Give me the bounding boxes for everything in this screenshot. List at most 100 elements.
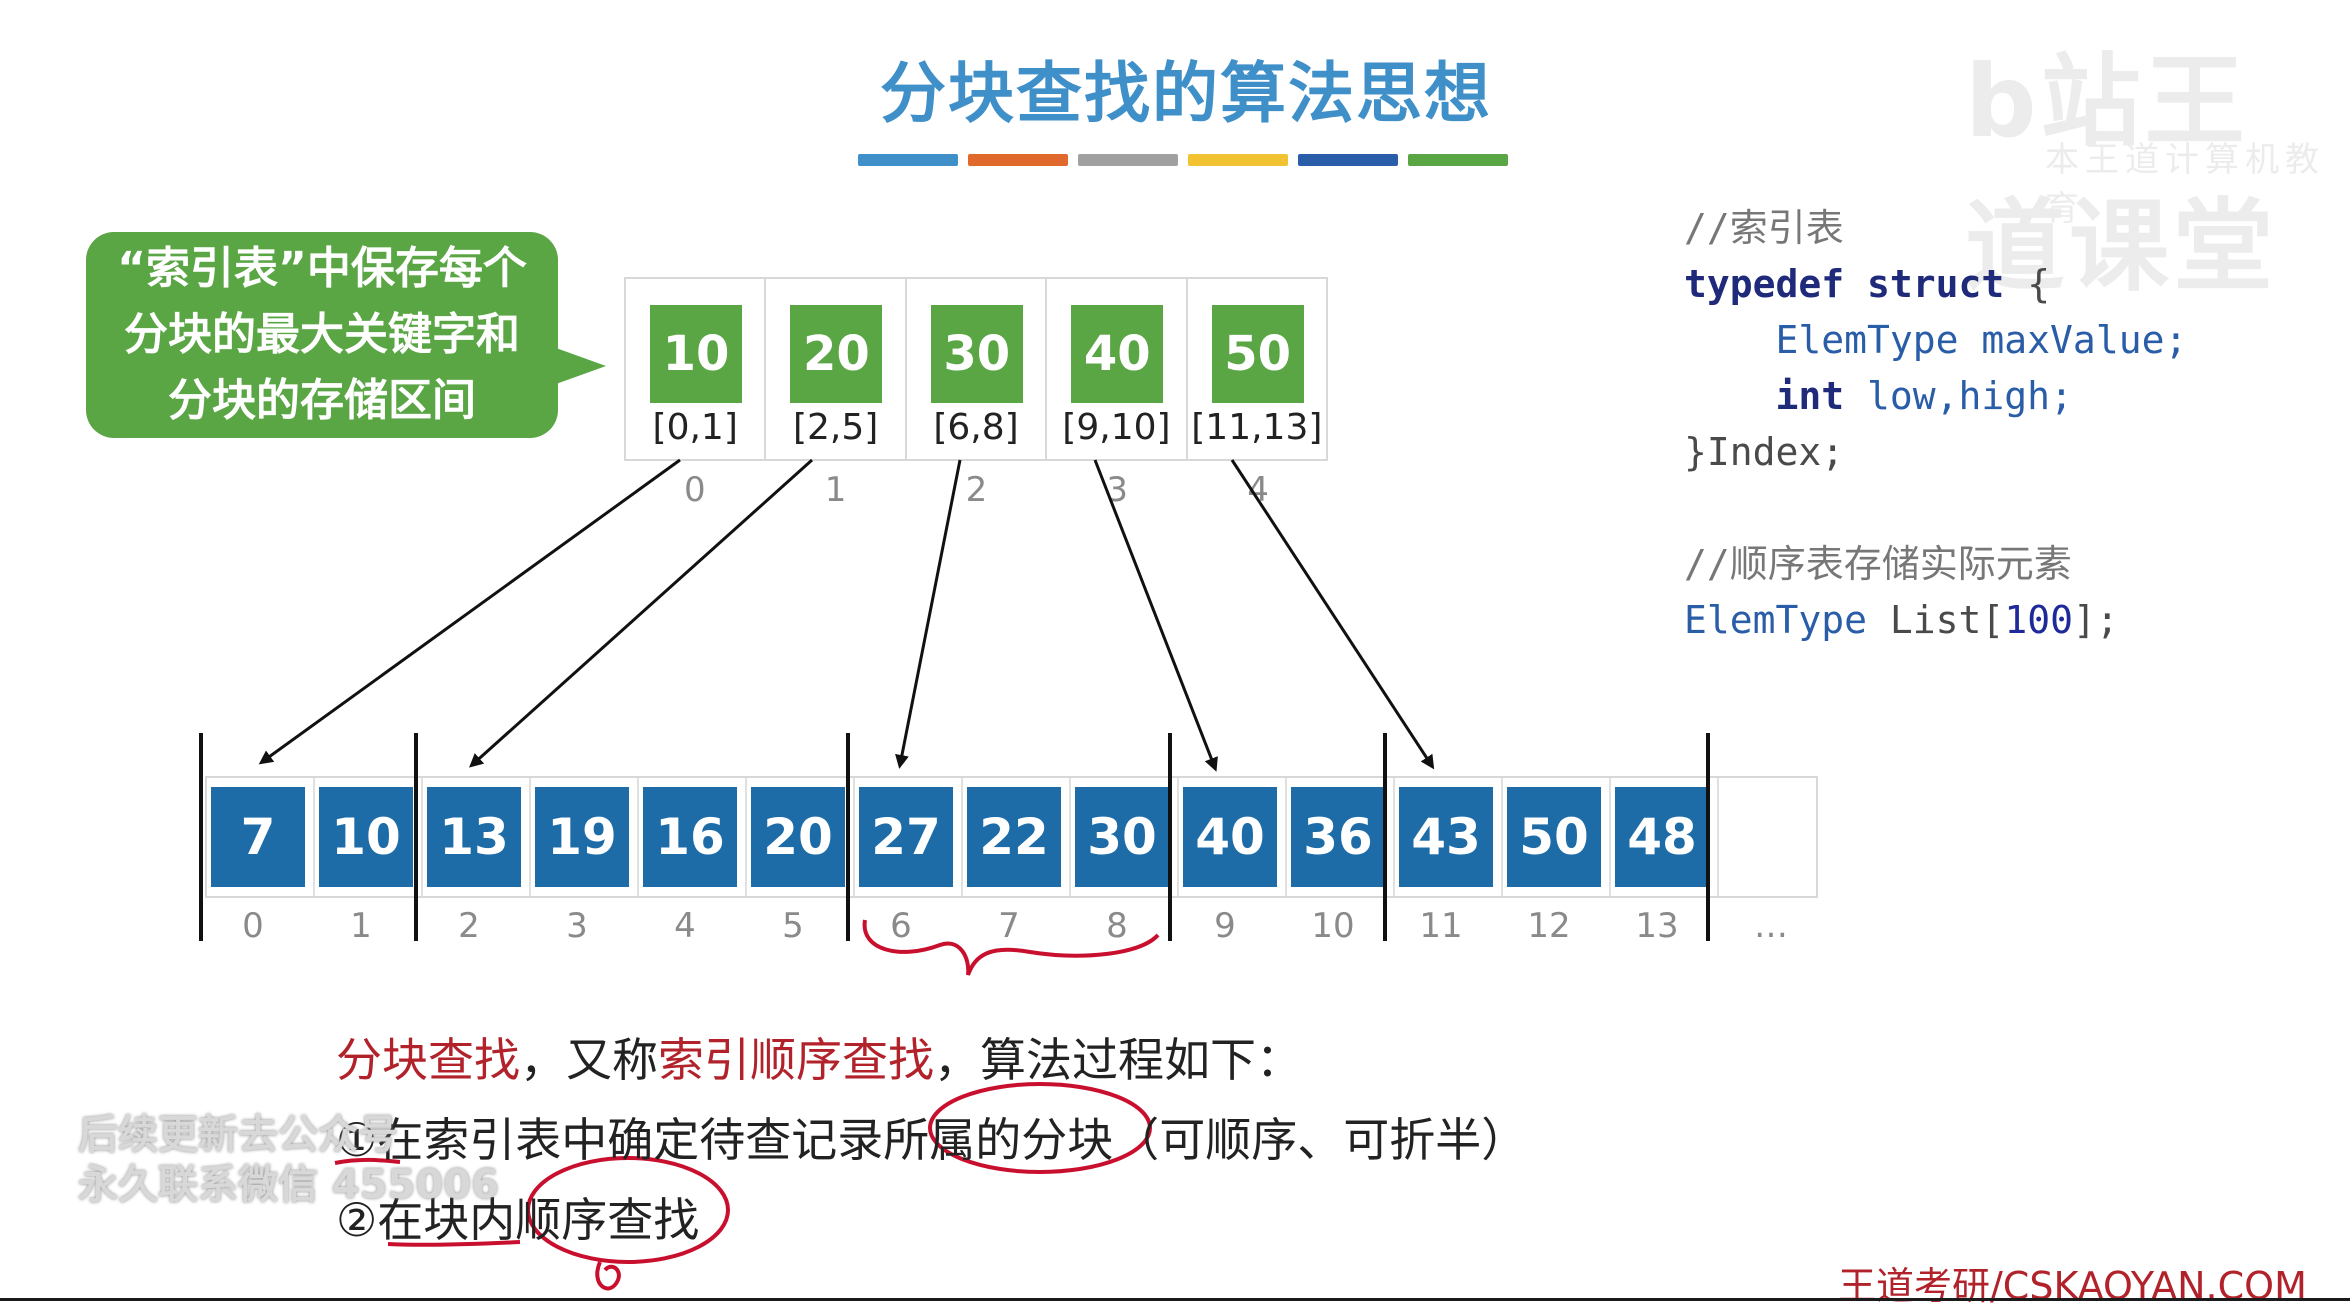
block-divider — [846, 733, 850, 941]
list-cell: 13 — [423, 778, 531, 896]
title-color-bar — [858, 154, 1508, 166]
list-value: 13 — [427, 787, 521, 887]
code-text: maxValue; — [1958, 318, 2188, 362]
list-index: 6 — [890, 906, 912, 946]
handwritten-underline-2 — [387, 1240, 521, 1247]
list-index: 11 — [1419, 906, 1463, 946]
list-cell: 16 — [639, 778, 747, 896]
index-range: [9,10] — [1062, 407, 1171, 448]
list-cell: 7 — [207, 778, 315, 896]
code-type: ElemType — [1775, 318, 1959, 362]
list-value: 22 — [967, 787, 1061, 887]
index-entry: 50[11,13] — [1188, 279, 1326, 459]
handwritten-circle-1 — [928, 1082, 1152, 1174]
overlay-line: 永久联系微信 455006 — [78, 1162, 499, 1208]
desc-text: ，算法过程如下： — [934, 1033, 1302, 1087]
list-value: 48 — [1615, 787, 1709, 887]
overlay-watermark-text: 后续更新去公众号 永久联系微信 455006 — [78, 1110, 499, 1210]
color-bar-segment — [858, 154, 958, 166]
handwritten-mark — [595, 1261, 621, 1291]
list-index: 9 — [1214, 906, 1236, 946]
list-cell: 19 — [531, 778, 639, 896]
index-entry: 10[0,1] — [626, 279, 767, 459]
index-table-index: 1 — [824, 470, 847, 510]
block-divider — [199, 733, 203, 941]
color-bar-segment — [1188, 154, 1288, 166]
index-range: [2,5] — [792, 407, 879, 448]
index-range: [0,1] — [652, 407, 738, 448]
code-type: ElemType — [1684, 598, 1868, 642]
index-entry: 30[6,8] — [907, 279, 1048, 459]
page-title: 分块查找的算法思想 — [880, 55, 1492, 132]
arrow-block-3 — [1093, 459, 1218, 772]
list-value: 36 — [1291, 787, 1385, 887]
block-divider — [1706, 733, 1710, 941]
callout-line: 分块的最大关键字和 — [124, 309, 520, 360]
list-value: 43 — [1399, 787, 1493, 887]
code-text: { — [2004, 262, 2051, 306]
index-entry: 20[2,5] — [766, 279, 907, 459]
watermark-subtitle: 本王道计算机教育 — [2045, 140, 2325, 229]
list-index: 2 — [458, 906, 480, 946]
callout-line: 分块的存储区间 — [168, 375, 476, 426]
desc-line-3: ②在块内顺序查找 — [336, 1193, 700, 1247]
color-bar-segment — [968, 154, 1068, 166]
list-ellipsis: … — [1754, 906, 1788, 946]
index-entry: 40[9,10] — [1047, 279, 1188, 459]
watermark-logo: b站王道课堂 — [1965, 43, 2277, 305]
list-cell: 10 — [315, 778, 423, 896]
algorithm-description: 分块查找，又称索引顺序查找，算法过程如下： ①在索引表中确定待查记录所属的分块（… — [336, 1020, 1527, 1260]
list-cell: 50 — [1503, 778, 1611, 896]
list-value: 16 — [643, 787, 737, 887]
index-table-callout: “索引表”中保存每个 分块的最大关键字和 分块的存储区间 — [86, 232, 558, 438]
code-block: //索引表 typedef struct { ElemType maxValue… — [1684, 200, 2187, 648]
index-range: [6,8] — [933, 407, 1019, 448]
index-max-key: 10 — [650, 305, 742, 403]
list-value: 50 — [1507, 787, 1601, 887]
callout-pointer — [556, 348, 606, 384]
list-index: 12 — [1527, 906, 1571, 946]
list-value: 10 — [319, 787, 413, 887]
index-max-key: 20 — [790, 305, 883, 403]
arrow-block-1 — [469, 458, 814, 768]
index-table: 10[0,1]20[2,5]30[6,8]40[9,10]50[11,13] — [624, 277, 1328, 461]
block-divider — [1383, 733, 1387, 941]
code-comment: //索引表 — [1684, 206, 1844, 250]
code-text: ]; — [2072, 598, 2119, 642]
overlay-line: 后续更新去公众号 — [78, 1112, 398, 1158]
code-text: List[ — [1867, 598, 2005, 642]
color-bar-segment — [1298, 154, 1398, 166]
desc-term: 索引顺序查找 — [658, 1033, 934, 1087]
code-keyword: typedef — [1684, 262, 1845, 306]
footer-brand: 王道考研/CSKAOYAN.COM — [1838, 1264, 2307, 1308]
list-cell: 36 — [1287, 778, 1395, 896]
desc-term: 分块查找 — [336, 1033, 520, 1087]
index-max-key: 40 — [1071, 305, 1164, 403]
list-value: 30 — [1075, 787, 1169, 887]
arrow-block-2 — [895, 459, 962, 769]
list-value: 20 — [751, 787, 845, 887]
block-divider — [1168, 733, 1172, 941]
desc-text: ，又称 — [520, 1033, 658, 1087]
code-text: }Index; — [1684, 430, 1845, 474]
color-bar-segment — [1078, 154, 1178, 166]
list-index: 10 — [1311, 906, 1355, 946]
desc-line-1: 分块查找，又称索引顺序查找，算法过程如下： — [336, 1020, 1527, 1100]
desc-line-2: ①在索引表中确定待查记录所属的分块（可顺序、可折半） — [336, 1113, 1528, 1167]
index-max-key: 50 — [1211, 305, 1304, 403]
bottom-border — [0, 1298, 2350, 1301]
handwritten-underline-1 — [334, 1157, 401, 1165]
index-table-index: 4 — [1247, 470, 1269, 510]
code-keyword: int — [1775, 374, 1845, 418]
code-number: 100 — [2004, 598, 2073, 642]
block-divider — [414, 733, 418, 941]
list-cell: 20 — [747, 778, 855, 896]
color-bar-segment — [1408, 154, 1508, 166]
list-index: 5 — [782, 906, 804, 946]
list-index: 13 — [1635, 906, 1679, 946]
handwritten-circle-2 — [526, 1156, 730, 1264]
arrow-block-4 — [1230, 459, 1435, 770]
index-range: [11,13] — [1191, 407, 1323, 448]
list-index: 7 — [998, 906, 1020, 946]
